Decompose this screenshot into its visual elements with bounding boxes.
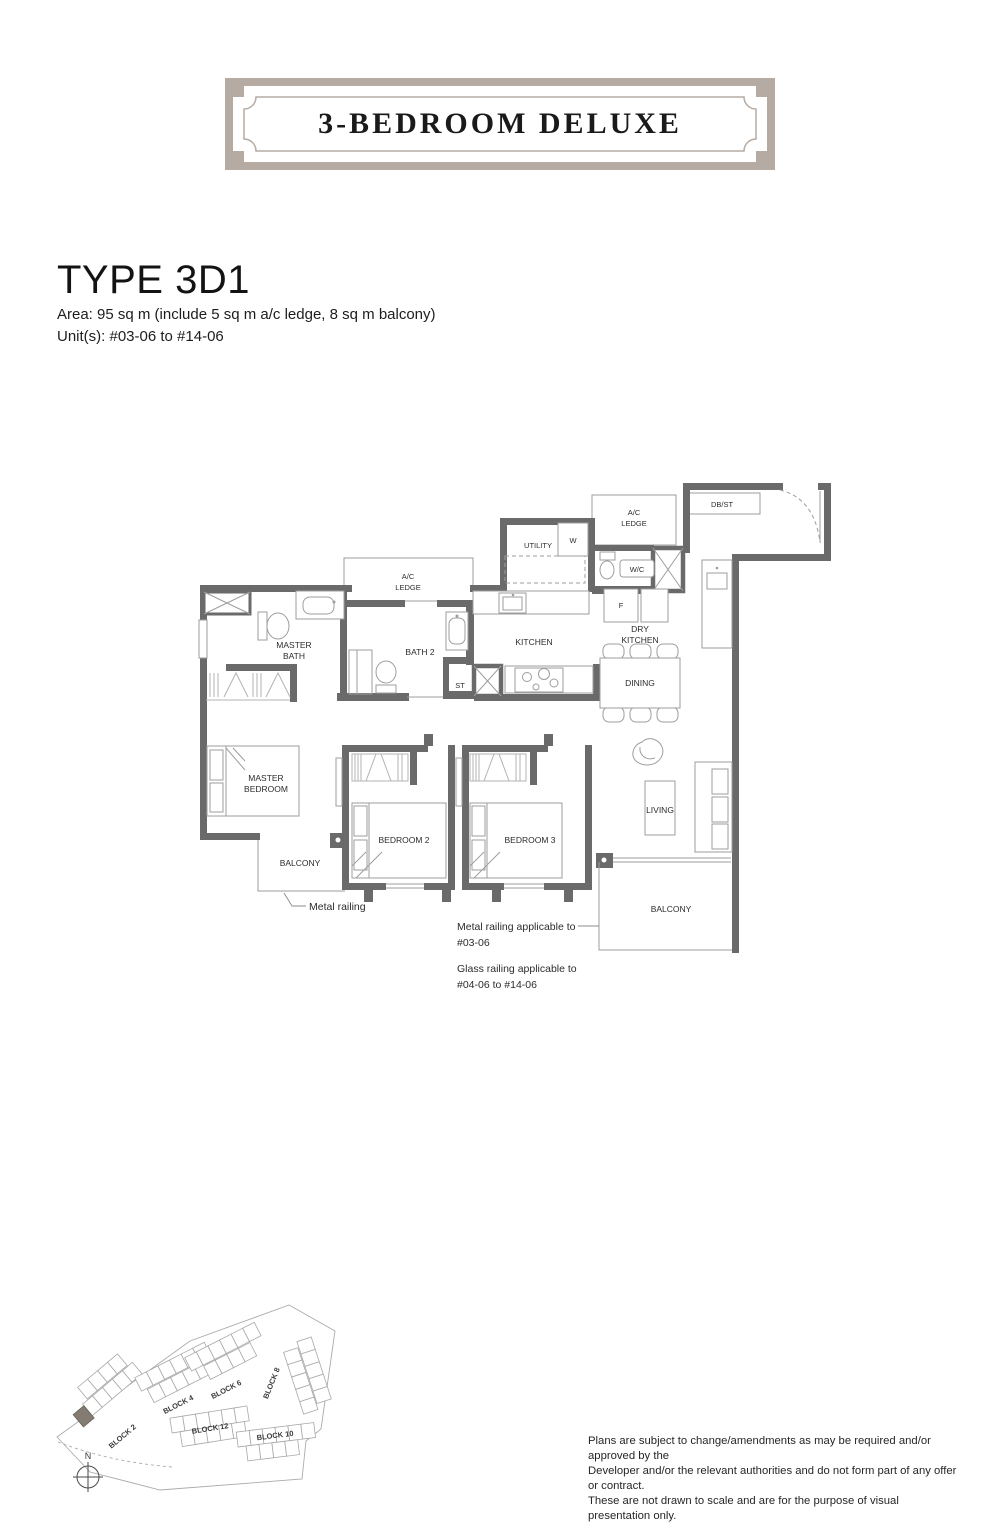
room-label-wc: W/C <box>630 565 645 574</box>
annotation-glass-1: Glass railing applicable to <box>457 963 577 975</box>
master-bath-fixtures <box>257 590 345 641</box>
room-label-ac-ledge-left-1: A/C <box>402 572 415 581</box>
windows <box>198 619 544 889</box>
disclaimer: Plans are subject to change/amendments a… <box>588 1434 958 1524</box>
room-label-bedroom3: BEDROOM 3 <box>504 835 555 845</box>
disclaimer-line-2: Developer and/or the relevant authoritie… <box>588 1465 957 1492</box>
annotation-glass-2: #04-06 to #14-06 <box>457 979 537 991</box>
annotation-metal-railing: Metal railing <box>309 901 366 913</box>
plan-type-heading: TYPE 3D1 <box>57 258 250 302</box>
site-plan-label-block-6: BLOCK 6 <box>210 1378 243 1401</box>
room-labels: A/C LEDGE A/C LEDGE UTILITY W DB/ST W/C … <box>244 500 733 914</box>
room-label-w: W <box>569 536 577 545</box>
site-plan-block-8: BLOCK 8 <box>261 1336 332 1415</box>
room-label-bedroom2: BEDROOM 2 <box>378 835 429 845</box>
room-label-master-bedroom-1: MASTER <box>248 773 283 783</box>
compass-north-label: N <box>85 1451 92 1461</box>
wardrobe-master <box>206 671 291 701</box>
room-label-dry-kitchen-1: DRY <box>631 624 649 634</box>
wardrobe-bedroom3 <box>469 753 527 782</box>
disclaimer-line-3: These are not drawn to scale and are for… <box>588 1495 899 1522</box>
title-plate: 3-BEDROOM DELUXE <box>225 78 775 170</box>
coffee-table <box>644 780 676 836</box>
plan-annotations: Metal railing Metal railing applicable t… <box>283 892 599 991</box>
site-plan-label-block-8: BLOCK 8 <box>261 1366 282 1400</box>
room-label-dining: DINING <box>625 678 655 688</box>
room-label-dry-kitchen-2: KITCHEN <box>621 635 658 645</box>
site-plan-label-block-2: BLOCK 2 <box>107 1422 138 1450</box>
room-label-ac-ledge-left-2: LEDGE <box>395 583 420 592</box>
bed-master <box>206 745 300 817</box>
disclaimer-line-1: Plans are subject to change/amendments a… <box>588 1435 931 1462</box>
utility-fixtures <box>504 522 589 584</box>
site-plan-block-6: BLOCK 6 <box>184 1321 262 1401</box>
shower-icon <box>202 590 252 616</box>
room-label-master-bedroom-2: BEDROOM <box>244 784 288 794</box>
annotation-metal-app-2: #03-06 <box>457 937 490 949</box>
site-plan-block-12: BLOCK 12 <box>169 1405 250 1448</box>
sofa <box>694 761 733 853</box>
plant-icon <box>632 738 664 766</box>
exterior-boxes <box>343 492 761 602</box>
site-plan-label-block-10: BLOCK 10 <box>256 1429 294 1442</box>
annotation-metal-app-1: Metal railing applicable to <box>457 921 576 933</box>
wc-fixtures <box>599 551 655 580</box>
dining-table <box>599 643 681 723</box>
room-label-ac-ledge-right-1: A/C <box>628 508 641 517</box>
site-plan-block-2: BLOCK 2 <box>72 1353 143 1450</box>
room-label-master-bath-2: BATH <box>283 651 305 661</box>
walls <box>200 483 831 953</box>
site-plan-block-10: BLOCK 10 <box>235 1422 316 1462</box>
room-label-utility: UTILITY <box>524 541 552 550</box>
household-shelter-icon <box>650 545 686 594</box>
room-label-living: LIVING <box>646 805 674 815</box>
room-label-balcony-left: BALCONY <box>280 858 321 868</box>
room-label-dbst: DB/ST <box>711 500 734 509</box>
room-label-kitchen: KITCHEN <box>515 637 552 647</box>
entry-door-swing <box>779 489 821 543</box>
bed-bedroom2 <box>351 802 447 879</box>
area-text: Area: 95 sq m (include 5 sq m a/c ledge,… <box>57 306 436 323</box>
title-plate-frame <box>225 78 775 170</box>
room-label-st: ST <box>455 681 465 690</box>
units-text: Unit(s): #03-06 to #14-06 <box>57 328 224 345</box>
highlighted-unit <box>72 1405 95 1428</box>
bed-bedroom3 <box>469 802 563 879</box>
room-label-master-bath-1: MASTER <box>276 640 311 650</box>
wardrobe-bedroom2 <box>351 753 409 782</box>
bath2-fixtures <box>348 611 469 698</box>
room-label-ac-ledge-right-2: LEDGE <box>621 519 646 528</box>
room-label-f: F <box>619 601 624 610</box>
site-plan: BLOCK 2 BLOCK 4 <box>56 1304 336 1492</box>
fridge-icon <box>603 588 669 623</box>
kitchen-counters <box>472 559 733 694</box>
floor-plan: A/C LEDGE A/C LEDGE UTILITY W DB/ST W/C … <box>198 483 831 991</box>
room-label-bath2: BATH 2 <box>405 647 434 657</box>
room-label-balcony-right: BALCONY <box>651 904 692 914</box>
door-pivot-blocks <box>330 833 613 868</box>
compass-icon: N <box>73 1451 103 1492</box>
unit-type-title: 3-BEDROOM DELUXE <box>318 107 682 140</box>
balcony-left-railing <box>257 840 345 892</box>
balcony-right-railing <box>598 857 732 951</box>
shaft-icon <box>471 663 504 699</box>
